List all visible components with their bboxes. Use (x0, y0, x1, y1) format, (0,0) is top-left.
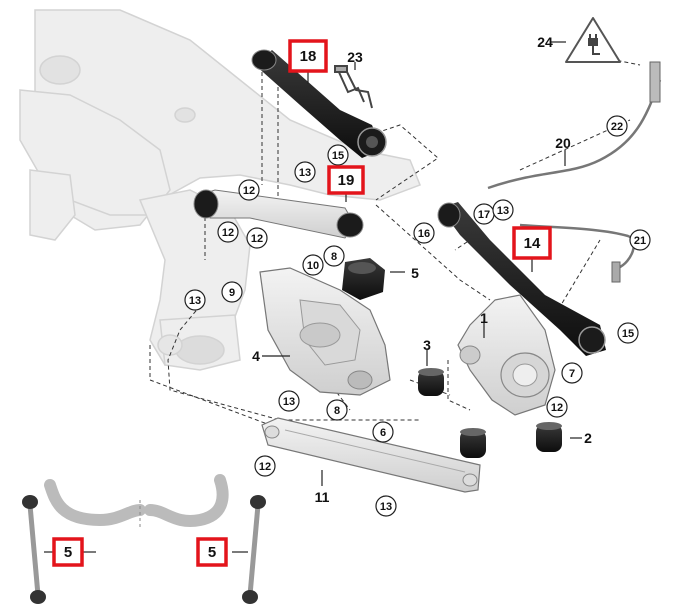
callout-circle-c13c: 13 (492, 199, 514, 221)
callout-number: 13 (189, 295, 201, 307)
callout-circle-c12c: 12 (246, 227, 268, 249)
callout-circle-c12b: 12 (217, 221, 239, 243)
electrical-plug-warning-icon (565, 17, 621, 63)
callout-circle-c8a: 8 (323, 245, 345, 267)
control-arm-19 (193, 189, 364, 239)
tension-strut-11 (261, 417, 481, 493)
callout-circle-c7: 7 (561, 362, 583, 384)
callout-number: 13 (299, 167, 311, 179)
callout-plain-p1: 1 (480, 310, 488, 326)
callout-circle-c10: 10 (302, 254, 324, 276)
callout-plain-p11: 11 (315, 489, 330, 505)
callout-circle-c12a: 12 (238, 179, 260, 201)
callout-number: 6 (380, 427, 386, 439)
callout-circle-c22: 22 (606, 115, 628, 137)
label-ticks (44, 41, 582, 553)
control-arm-14 (437, 202, 606, 356)
callout-number: 5 (208, 544, 216, 561)
callout-number: 8 (334, 405, 340, 417)
bracket-23 (334, 65, 373, 109)
callout-circle-c12d: 12 (546, 396, 568, 418)
callout-number: 8 (331, 251, 337, 263)
callout-number: 15 (622, 328, 634, 340)
callout-highlight-h14: 14 (512, 226, 552, 260)
rubber-mount-5 (342, 258, 385, 300)
lower-control-arm-4 (259, 267, 391, 396)
callout-circle-c6: 6 (372, 421, 394, 443)
callout-highlight-h18: 18 (288, 39, 328, 73)
callout-number: 12 (551, 402, 563, 414)
callout-number: 19 (338, 172, 355, 189)
callout-plain-p3: 3 (423, 337, 431, 353)
callout-circle-c12e: 12 (254, 455, 276, 477)
callout-number: 9 (229, 287, 235, 299)
callout-number: 18 (300, 48, 317, 65)
callout-plain-p20: 20 (555, 135, 571, 151)
callout-circle-c17: 17 (473, 203, 495, 225)
callout-number: 16 (418, 228, 430, 240)
callout-plain-p24: 24 (537, 34, 553, 50)
callout-circle-c13e: 13 (375, 495, 397, 517)
callout-number: 15 (332, 150, 344, 162)
callout-number: 7 (569, 368, 575, 380)
callout-number: 12 (259, 461, 271, 473)
callout-number: 14 (524, 235, 541, 252)
callout-circle-c16: 16 (413, 222, 435, 244)
callout-number: 21 (634, 235, 646, 247)
callout-circle-c9: 9 (221, 281, 243, 303)
callout-plain-p4: 4 (252, 348, 260, 364)
callout-number: 10 (307, 260, 319, 272)
coupling-rod-left (22, 495, 46, 604)
callout-number: 22 (611, 121, 623, 133)
callout-highlight-h5b: 5 (196, 537, 228, 567)
callout-circle-c13a: 13 (294, 161, 316, 183)
stabilizer-bar (44, 474, 229, 530)
callout-number: 13 (283, 396, 295, 408)
callout-circle-c13d: 13 (278, 390, 300, 412)
callout-highlight-h19: 19 (327, 165, 365, 195)
callout-number: 5 (64, 544, 72, 561)
callout-circle-c15a: 15 (327, 144, 349, 166)
callout-circle-c15b: 15 (617, 322, 639, 344)
callout-plain-p5a: 5 (411, 265, 419, 281)
coupling-rod-right (242, 495, 266, 604)
callout-number: 12 (243, 185, 255, 197)
callout-plain-p2: 2 (584, 430, 592, 446)
callout-number: 13 (497, 205, 509, 217)
wheel-carrier-1 (457, 294, 556, 416)
callout-circle-c21: 21 (629, 229, 651, 251)
callout-plain-p23: 23 (347, 49, 363, 65)
callout-number: 12 (251, 233, 263, 245)
callout-circle-c8b: 8 (326, 399, 348, 421)
callout-number: 13 (380, 501, 392, 513)
bushing-3 (418, 368, 444, 396)
upper-control-arm-18 (251, 49, 387, 158)
callout-highlight-h5a: 5 (52, 537, 84, 567)
callout-circle-c13b: 13 (184, 289, 206, 311)
bushing-2 (460, 422, 562, 458)
callout-number: 17 (478, 209, 490, 221)
callout-number: 12 (222, 227, 234, 239)
